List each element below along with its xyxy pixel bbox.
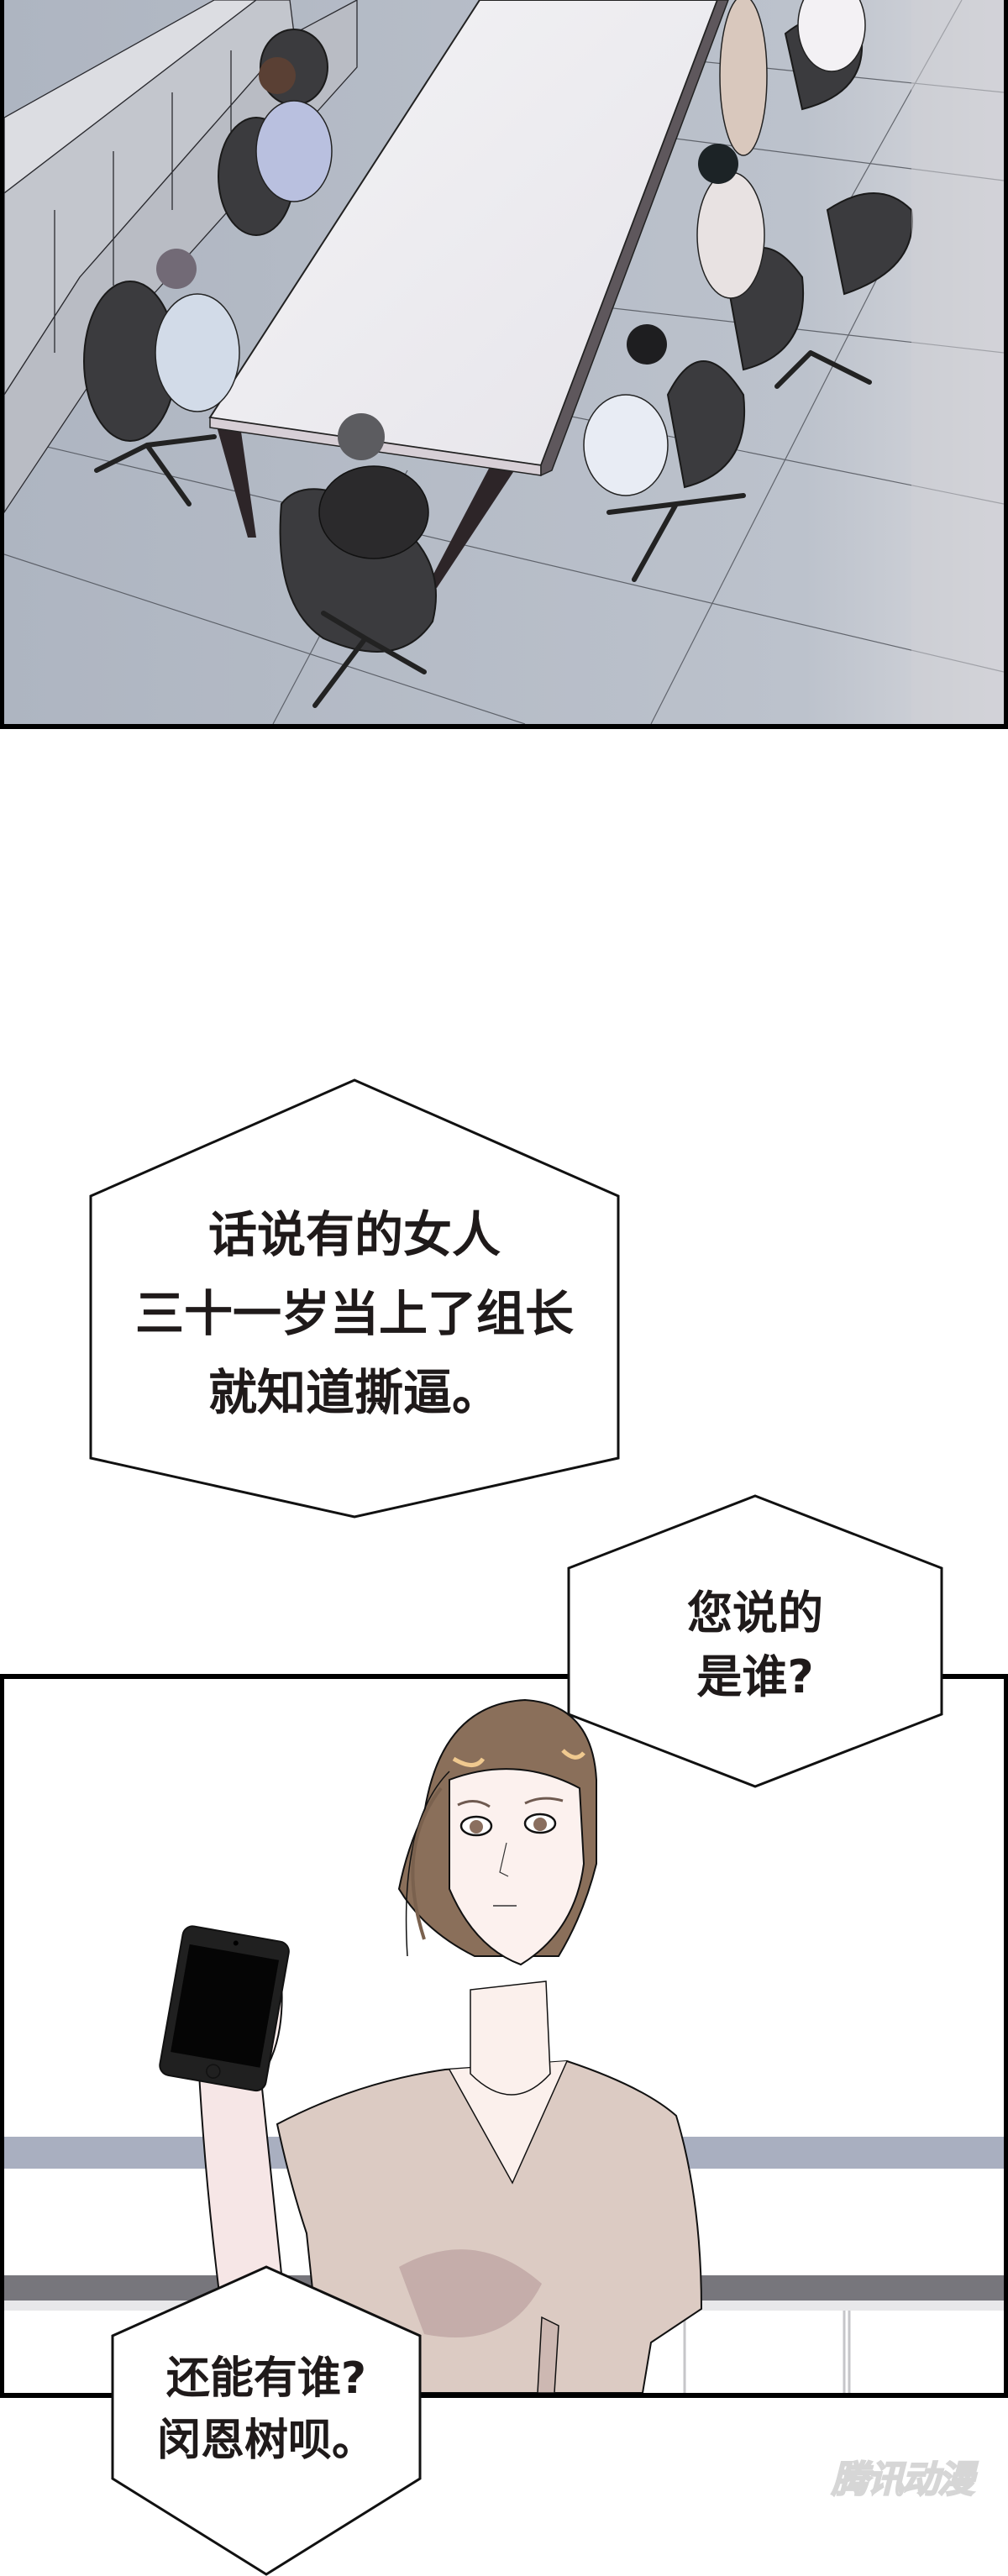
tencent-comics-watermark: 腾讯动漫 [831, 2458, 975, 2502]
bubble-2-line-1: 您说的 [687, 1587, 823, 1640]
speech-bubble-1: 话说有的女人 三十一岁当上了组长 就知道撕逼。 [89, 1078, 620, 1519]
beige-wrap-top [276, 2059, 703, 2393]
speech-bubble-3: 还能有谁? 闵恩树呗。 [111, 2265, 422, 2576]
seated-people [155, 0, 866, 559]
bubble-1-line-2: 三十一岁当上了组长 [134, 1285, 574, 1342]
person-blue-shirt-1 [255, 100, 333, 202]
panel-woman-phone [0, 1674, 1008, 2398]
hexagon-bubble-shape [567, 1494, 943, 1788]
bubble-1-line-3: 就知道撕逼。 [207, 1364, 501, 1421]
eyes [457, 1797, 564, 1837]
hexagon-bubble-shape [89, 1078, 620, 1519]
person-beige-standing [719, 0, 768, 156]
bubble-2-line-2: 是谁? [696, 1650, 814, 1703]
meeting-room-illustration [4, 0, 1004, 724]
bubble-3-line-2: 闵恩树呗。 [156, 2416, 375, 2466]
bubble-3-line-1: 还能有谁? [165, 2353, 367, 2404]
bubble-3-text: 还能有谁? 闵恩树呗。 [111, 2343, 422, 2477]
panel-meeting-room [0, 0, 1008, 729]
woman-phone-illustration [4, 1679, 1004, 2393]
bubble-1-text: 话说有的女人 三十一岁当上了组长 就知道撕逼。 [89, 1196, 620, 1431]
smartphone [159, 1925, 290, 2092]
speech-bubble-2: 您说的 是谁? [567, 1494, 943, 1788]
bubble-1-line-1: 话说有的女人 [207, 1206, 501, 1263]
bubble-2-text: 您说的 是谁? [567, 1574, 943, 1717]
person-blue-shirt-2 [155, 293, 240, 412]
person-black-suit [318, 465, 429, 559]
person-white-shirt [696, 171, 765, 299]
person-light-shirt-seated [583, 394, 669, 496]
table-legs [214, 417, 517, 588]
